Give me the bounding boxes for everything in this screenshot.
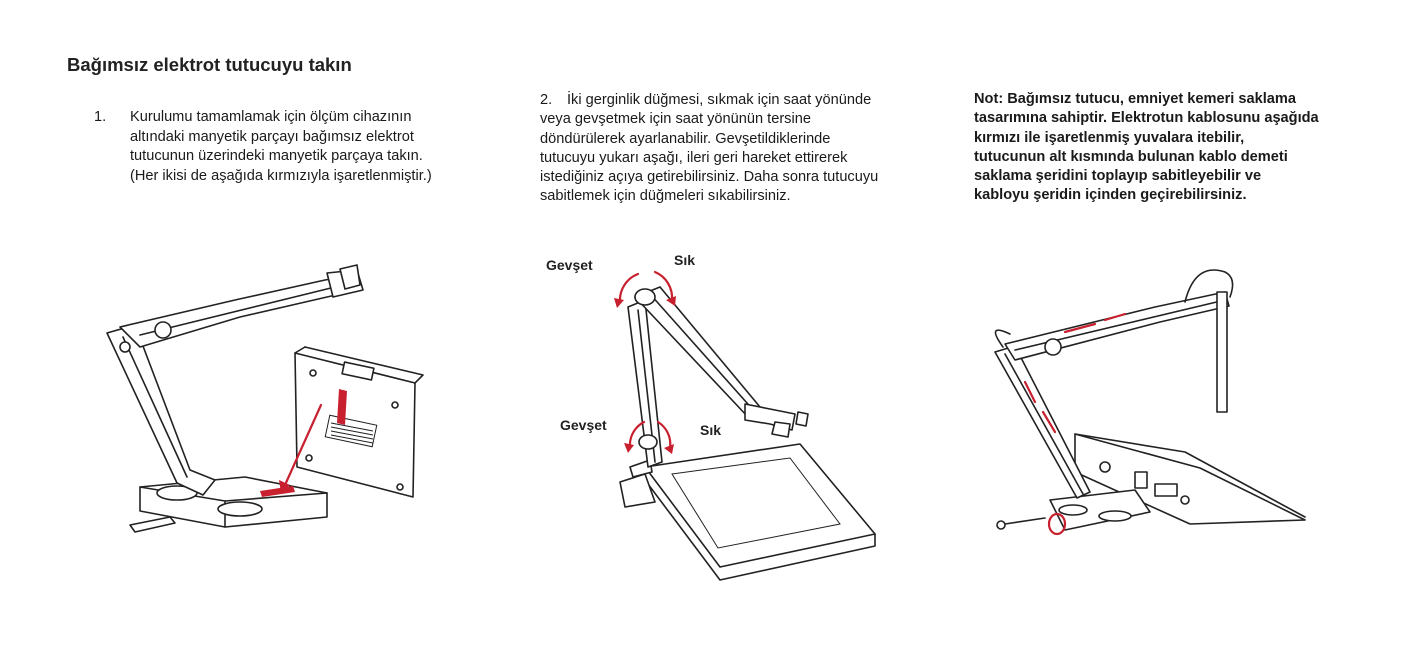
label-bottom-tighten: Sık: [700, 422, 722, 438]
cable-holder-illustration: [994, 269, 1306, 536]
step-2-text: İki gerginlik düğmesi, sıkmak için saat …: [540, 92, 879, 205]
step-1-text: Kurulumu tamamlamak için ölçüm cihazının…: [130, 109, 432, 184]
tension-holder-illustration: [614, 270, 876, 581]
label-bottom-loosen: Gevşet: [560, 417, 607, 433]
figure-cable-storage: [994, 269, 1306, 536]
note-text: Not: Bağımsız tutucu, emniyet kemeri sak…: [974, 91, 1319, 204]
label-top-tighten: Sık: [674, 252, 696, 268]
electrode-holder-illustration: [106, 264, 364, 533]
page-title: Bağımsız elektrot tutucuyu takın: [67, 54, 352, 75]
step-2-number: 2.: [540, 92, 553, 108]
base-magnet-marker: [260, 486, 295, 497]
label-top-loosen: Gevşet: [546, 257, 593, 273]
meter-underside-illustration: [279, 346, 424, 498]
meter-magnet-marker: [337, 389, 347, 425]
step-1-number: 1.: [94, 109, 107, 125]
step-2: 2.İki gerginlik düğmesi, sıkmak için saa…: [540, 91, 885, 207]
figure-attach-magnet: [106, 264, 424, 533]
figure-tension-knobs: [614, 270, 876, 581]
